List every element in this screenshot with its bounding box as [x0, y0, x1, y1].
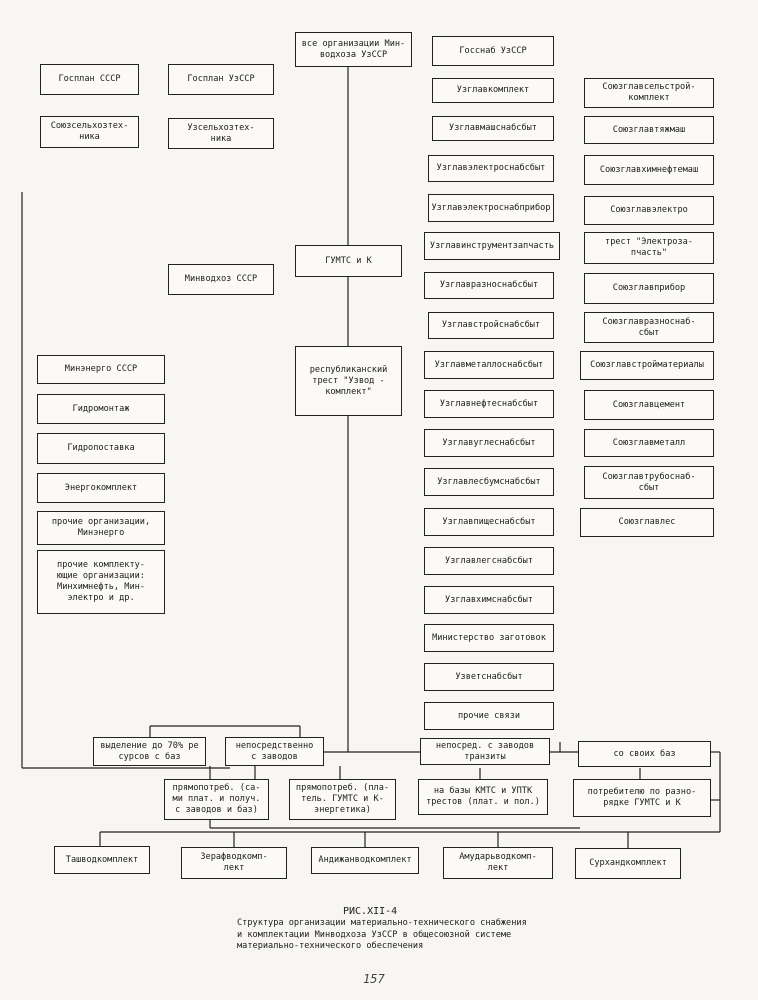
soyuz-column-item: Союзглавсельстрой- комплект	[584, 78, 714, 108]
kmts-bases-box: на базы КМТС и УПТК трестов (плат. и пол…	[418, 779, 548, 815]
soyuz-column-item: трест "Электроза- пчасть"	[584, 232, 714, 264]
soyuz-column-item: Союзглавцемент	[584, 390, 714, 420]
uz-column-item: прочие связи	[424, 702, 554, 730]
uz-column-item: Узглавмашснабсбыт	[432, 116, 554, 141]
soyuz-column-item: Союзглавразноснаб- сбыт	[584, 312, 714, 343]
gosplan-uzssr-box: Госплан УзССР	[168, 64, 274, 95]
other-minenergo-box: прочие организации, Минэнерго	[37, 511, 165, 545]
gidropostavka-box: Гидропоставка	[37, 433, 165, 464]
uz-column-item: Министерство заготовок	[424, 624, 554, 652]
uz-column-item: Узглавинструментзапчасть	[424, 232, 560, 260]
all-orgs-box: все организации Мин- водхоза УзССР	[295, 32, 412, 67]
direct-transit-box: непосред. с заводов транзиты	[420, 738, 550, 765]
soyuz-column-item: Союзглавтрубоснаб- сбыт	[584, 466, 714, 499]
direct-from-plants-box: непосредственно с заводов	[225, 737, 324, 766]
trust-uzvodkomplekt-box: республиканский трест "Узвод - комплект"	[295, 346, 402, 416]
uz-column-item: Узветснабсбыт	[424, 663, 554, 691]
own-bases-box: со своих баз	[578, 741, 711, 767]
uz-column-item: Узглавлесбумснабсбыт	[424, 468, 554, 496]
uz-column-item: Узглавхимснабсбыт	[424, 586, 554, 614]
soyuz-column-item: Союзглавстройматериалы	[580, 351, 714, 380]
gumts-box: ГУМТС и К	[295, 245, 402, 277]
uz-column-item: Узглавкомплект	[432, 78, 554, 103]
soyuz-column-item: Союзглавприбор	[584, 273, 714, 304]
uz-column-item: Узглавэлектроснабприбор	[428, 194, 554, 222]
uz-column-item: Узглавлегснабсбыт	[424, 547, 554, 575]
other-suppliers-box: прочие комплекту- ющие организации: Минх…	[37, 550, 165, 614]
soyuzselkhoztekhnika-box: Союзсельхозтех- ника	[40, 116, 139, 148]
uz-column-item: Узглавэлектроснабсбыт	[428, 155, 554, 182]
page-number: 157	[363, 972, 385, 986]
soyuz-column-item: Союзглавхимнефтемаш	[584, 155, 714, 185]
regional-box: Ташводкомплект	[54, 846, 150, 874]
minvodkhoz-ussr-box: Минводхоз СССР	[168, 264, 274, 295]
uz-column-item: Узглавметаллоснабсбыт	[424, 351, 554, 379]
figure-title: РИС.XII-4	[343, 906, 398, 917]
regional-box: Андижанводкомплект	[311, 847, 419, 874]
uz-column-item: Госснаб УзССР	[432, 36, 554, 66]
uzselkhoztekhnika-box: Узсельхозтех- ника	[168, 118, 274, 149]
uz-column-item: Узглавразноснабсбыт	[424, 272, 554, 299]
soyuz-column-item: Союзглавтяжмаш	[584, 116, 714, 144]
direct-consumers-1-box: прямопотреб. (са- ми плат. и получ. с за…	[164, 779, 269, 820]
uz-column-item: Узглавстройснабсбыт	[428, 312, 554, 339]
figure-caption: Структура организации материально-технич…	[237, 918, 527, 951]
uz-column-item: Узглавуглеснабсбыт	[424, 429, 554, 457]
soyuz-column-item: Союзглавметалл	[584, 429, 714, 457]
to-consumer-box: потребителю по разно- рядке ГУМТС и К	[573, 779, 711, 817]
uz-column-item: Узглавнефтеснабсбыт	[424, 390, 554, 418]
regional-box: Зерафводкомп- лект	[181, 847, 287, 879]
gosplan-ussr-box: Госплан СССР	[40, 64, 139, 95]
minenergo-box: Минэнерго СССР	[37, 355, 165, 384]
soyuz-column-item: Союзглавэлектро	[584, 196, 714, 225]
soyuz-column-item: Союзглавлес	[580, 508, 714, 537]
regional-box: Сурхандкомплект	[575, 848, 681, 879]
energokomplekt-box: Энергокомплект	[37, 473, 165, 503]
allocation-70-box: выделение до 70% ре сурсов с баз	[93, 737, 206, 766]
regional-box: Амударьводкомп- лект	[443, 847, 553, 879]
direct-consumers-2-box: прямопотреб. (пла- тель. ГУМТС и К- энер…	[289, 779, 396, 820]
uz-column-item: Узглавпищеснабсбыт	[424, 508, 554, 536]
gidromontazh-box: Гидромонтаж	[37, 394, 165, 424]
